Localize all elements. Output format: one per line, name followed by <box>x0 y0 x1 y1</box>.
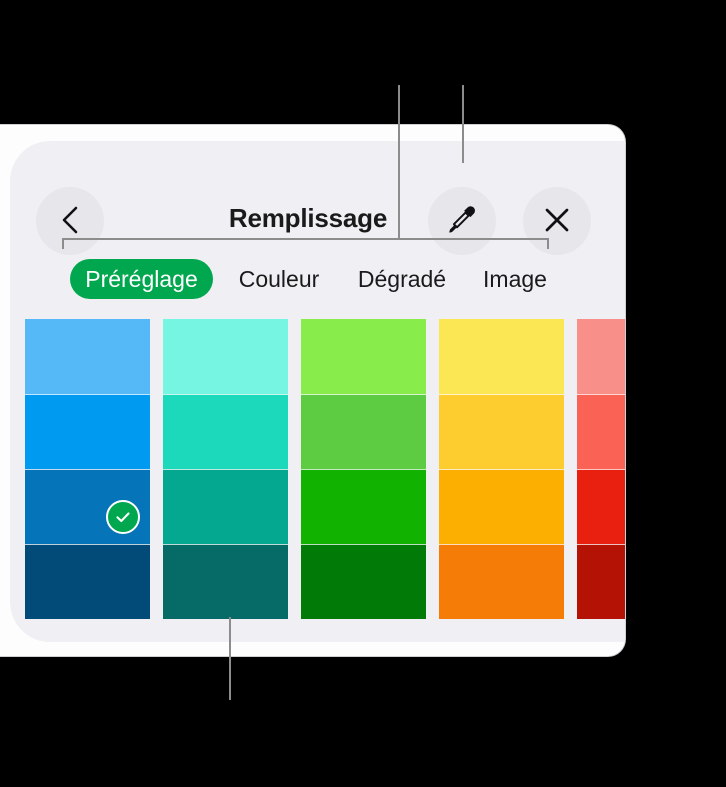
teal-column <box>163 319 288 619</box>
callout-swatches-line <box>229 617 231 700</box>
color-swatch[interactable] <box>25 394 150 469</box>
yellow-column <box>439 319 564 619</box>
color-swatch[interactable] <box>301 394 426 469</box>
selected-check-badge <box>106 500 140 534</box>
chevron-left-icon <box>57 205 83 238</box>
color-swatch[interactable] <box>163 544 288 619</box>
color-swatch[interactable] <box>25 469 150 544</box>
color-swatch[interactable] <box>163 469 288 544</box>
callout-tabs-bracket-tick-left <box>62 238 64 249</box>
color-swatch[interactable] <box>25 319 150 394</box>
color-swatch[interactable] <box>163 319 288 394</box>
color-swatch[interactable] <box>163 394 288 469</box>
tab-color[interactable]: Couleur <box>238 266 320 292</box>
color-swatch[interactable] <box>439 394 564 469</box>
preset-swatch-grid <box>25 319 625 619</box>
color-swatch[interactable] <box>577 544 625 619</box>
close-button[interactable] <box>523 187 591 255</box>
callout-tabs-vertical-line <box>398 85 400 239</box>
color-swatch[interactable] <box>439 544 564 619</box>
color-swatch[interactable] <box>577 469 625 544</box>
color-swatch[interactable] <box>301 319 426 394</box>
callout-tabs-bracket <box>62 238 549 240</box>
color-swatch[interactable] <box>439 319 564 394</box>
popover-header: Remplissage <box>10 141 625 255</box>
callout-eyedropper-line <box>462 85 464 163</box>
color-swatch[interactable] <box>25 544 150 619</box>
tab-image[interactable]: Image <box>483 266 547 292</box>
fill-panel: Remplissage <box>10 141 625 642</box>
tab-preset[interactable]: Préréglage <box>70 259 213 299</box>
color-swatch[interactable] <box>439 469 564 544</box>
fill-type-tab-bar: Préréglage Couleur Dégradé Image <box>10 259 625 305</box>
color-swatch[interactable] <box>577 394 625 469</box>
green-column <box>301 319 426 619</box>
tab-gradient[interactable]: Dégradé <box>357 266 447 292</box>
color-swatch[interactable] <box>301 469 426 544</box>
color-swatch[interactable] <box>577 319 625 394</box>
eyedropper-button[interactable] <box>428 187 496 255</box>
fill-popover: Remplissage <box>0 124 626 657</box>
close-icon <box>542 205 572 238</box>
callout-tabs-bracket-tick-right <box>547 238 549 249</box>
back-button[interactable] <box>36 187 104 255</box>
eyedropper-icon <box>445 203 479 240</box>
color-swatch[interactable] <box>301 544 426 619</box>
red-column <box>577 319 625 619</box>
blue-column <box>25 319 150 619</box>
check-icon <box>116 512 130 523</box>
